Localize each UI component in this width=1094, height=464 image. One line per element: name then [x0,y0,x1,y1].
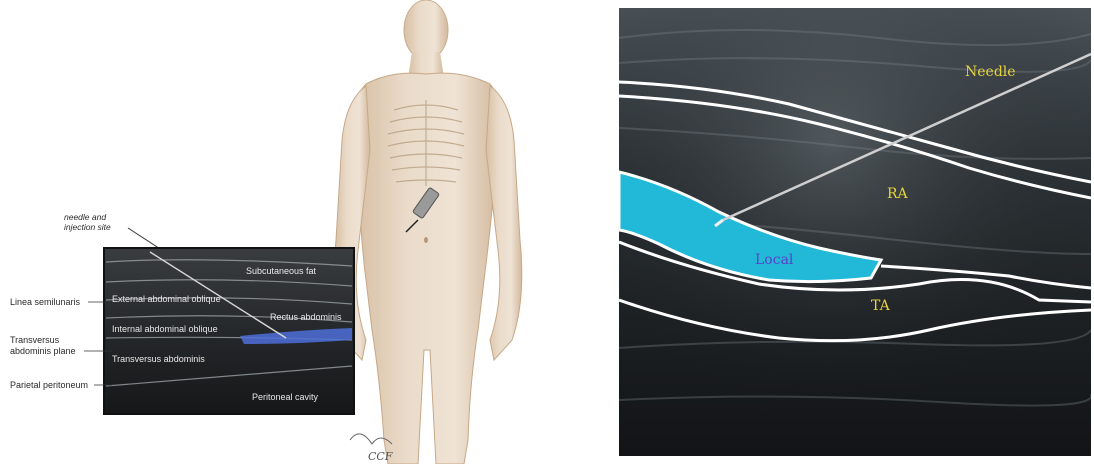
label-transversus-abdominis: Transversus abdominis [112,354,205,364]
label-local: Local [755,252,794,268]
illustration-svg: needle and injection site Subcut [0,0,610,464]
figure-torso [356,73,499,464]
label-internal-oblique: Internal abdominal oblique [112,324,218,334]
ultrasound-panel: Needle RA Local TA [619,8,1091,456]
label-ta: TA [871,298,891,314]
label-peritoneal-cavity: Peritoneal cavity [252,392,319,402]
callout-label-line2: injection site [64,222,111,232]
navel [424,237,428,243]
label-ra: RA [887,186,909,202]
label-external-oblique: External abdominal oblique [112,294,221,304]
figure-head [404,0,448,60]
illustration-panel: needle and injection site Subcut [0,0,610,464]
callout-label-line1: needle and [64,212,106,222]
label-tap-line1: Transversus [10,335,60,345]
ultrasound-inset: Subcutaneous fat External abdominal obli… [104,248,354,414]
label-parietal-peritoneum: Parietal peritoneum [10,380,88,390]
human-figure [334,0,522,464]
figure-arm-right [486,86,522,360]
label-rectus-abdominis: Rectus abdominis [270,312,342,322]
label-linea-semilunaris: Linea semilunaris [10,297,81,307]
label-subcutaneous-fat: Subcutaneous fat [246,266,317,276]
signature-ccf: CCF [368,450,393,463]
label-needle: Needle [965,64,1016,80]
label-tap-line2: abdominis plane [10,346,76,356]
ultrasound-svg: Needle RA Local TA [619,8,1091,456]
